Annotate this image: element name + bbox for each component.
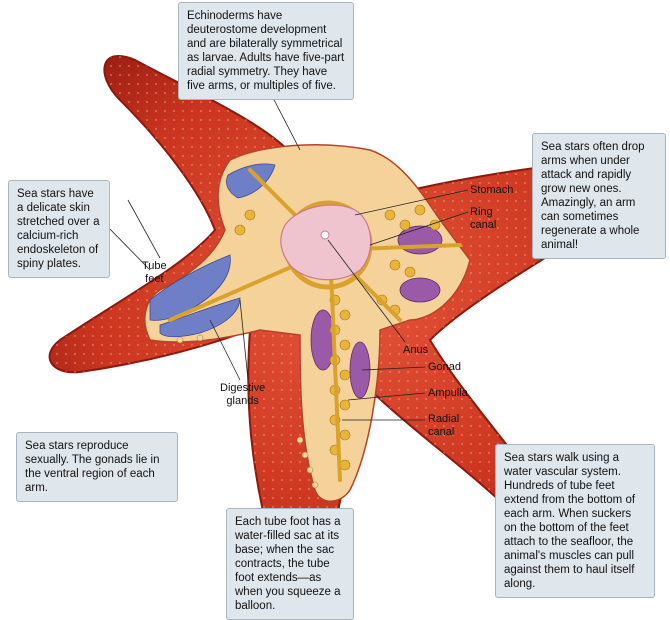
stomach xyxy=(280,204,372,281)
leader-lines xyxy=(105,91,469,421)
callout-walking: Sea stars walk using a water vascular sy… xyxy=(495,444,655,598)
label-stomach: Stomach xyxy=(470,184,514,196)
callout-symmetry: Echinoderms have deuterostome developmen… xyxy=(178,2,354,100)
top-callout-leader xyxy=(269,91,301,151)
left-callout-leader xyxy=(105,224,151,271)
digestive-glands xyxy=(149,163,276,338)
gonads xyxy=(310,225,443,399)
sea-star-body xyxy=(48,54,644,584)
tube-feet xyxy=(176,334,319,489)
label-tube-feet: Tube feet xyxy=(142,260,167,285)
cutaway-interior xyxy=(144,144,471,502)
callout-reproduction: Sea stars reproduce sexually. The gonads… xyxy=(16,432,178,502)
anus-leader xyxy=(327,239,406,343)
callout-skin: Sea stars have a delicate skin stretched… xyxy=(8,180,110,278)
stomach-leader xyxy=(354,189,469,216)
label-gonad: Gonad xyxy=(428,361,462,373)
callout-regeneration: Sea stars often drop arms when under att… xyxy=(532,133,666,259)
digestive-glands-leader-b xyxy=(239,299,249,381)
sea-star-diagram xyxy=(48,54,644,584)
label-ampulla: Ampulla xyxy=(428,387,468,399)
label-ring-canal: Ring canal xyxy=(470,206,497,231)
label-radial-canal: Radial canal xyxy=(428,413,460,438)
anus xyxy=(320,230,330,240)
label-anus: Anus xyxy=(403,344,429,356)
label-digestive-glands: Digestive glands xyxy=(220,382,266,407)
gonad-leader xyxy=(361,366,426,371)
ring-canal-leader xyxy=(369,211,469,246)
digestive-glands-leader-a xyxy=(209,319,241,381)
ampulla-leader xyxy=(347,392,426,401)
callout-tube-foot: Each tube foot has a water-filled sac at… xyxy=(226,508,354,620)
tube-feet-leader xyxy=(127,199,161,259)
